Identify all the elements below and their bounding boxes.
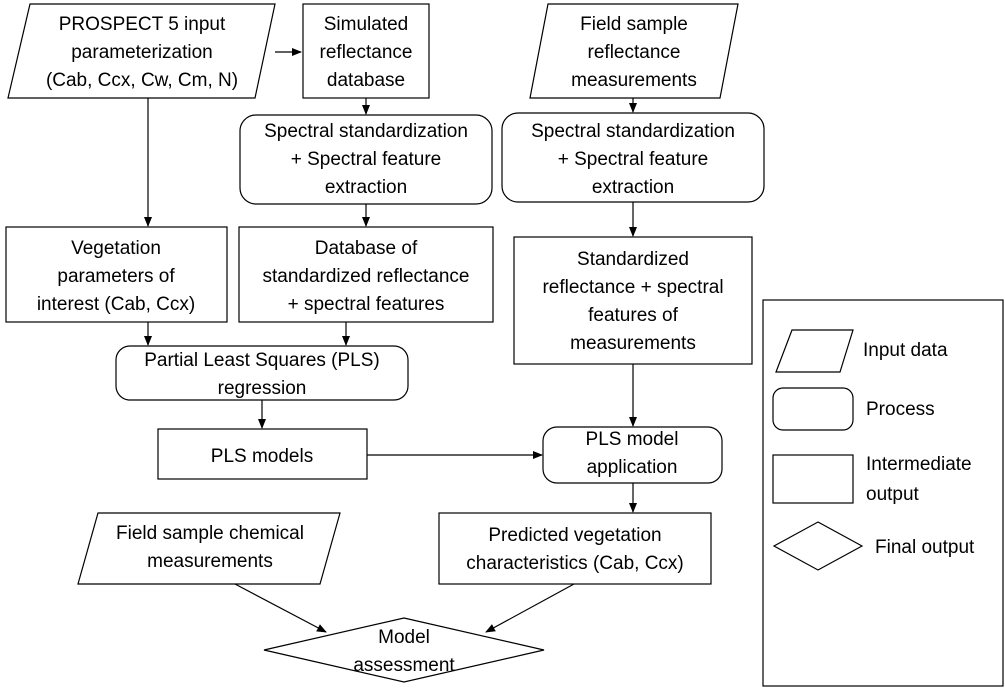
intermediate-pls-models: PLS models (157, 428, 368, 480)
node-text-line: measurements (147, 551, 273, 572)
node-text-line: database (327, 70, 405, 91)
node-text-line: standardized reflectance (262, 266, 469, 287)
intermediate-standardized-reflectance: Standardized reflectance + spectral featur… (513, 236, 753, 365)
node-text: Simulated reflectance database (320, 14, 413, 91)
legend-process-label: Process (866, 399, 935, 420)
node-text-line: features of (588, 305, 678, 326)
node-text-line: Spectral standardization (531, 121, 735, 142)
node-text-line: assessment (353, 655, 455, 676)
node-text: Database of standardized reflectance + spe… (262, 238, 469, 315)
node-text-line: extraction (325, 177, 407, 198)
node-text-line: Simulated (324, 14, 409, 35)
node-text-line: interest (Cab, Ccx) (37, 294, 195, 315)
node-text-line: Field sample chemical (116, 523, 304, 544)
node-text-line: PLS models (211, 446, 313, 467)
node-text-line: parameters of (57, 266, 175, 287)
legend-intermediate-label-line1: Intermediate (866, 454, 972, 475)
node-text-line: Partial Least Squares (PLS) (144, 350, 380, 371)
node-text-line: Database of (315, 238, 418, 259)
input-prospect-parameterization: PROSPECT 5 input parameterization (Cab, Cc… (7, 3, 276, 99)
legend: Input data Process Intermediate output F… (762, 299, 1004, 687)
node-text-line: + spectral features (288, 294, 445, 315)
node-text-line: Standardized (577, 249, 689, 270)
node-text-line: regression (218, 378, 307, 399)
legend-process-symbol (772, 387, 854, 431)
intermediate-vegetation-parameters: Vegetation parameters of interest (Cab, Cc… (5, 226, 228, 323)
node-text-line: Spectral standardization (264, 121, 468, 142)
intermediate-predicted-characteristics: Predicted vegetation characteristics (Cab… (438, 512, 712, 585)
node-text-line: (Cab, Ccx, Cw, Cm, N) (46, 70, 238, 91)
node-text-line: PLS model (586, 429, 679, 450)
node-text: PLS model application (586, 429, 679, 478)
intermediate-simulated-reflectance-database: Simulated reflectance database (302, 3, 430, 99)
legend-input-symbol (775, 329, 854, 373)
node-text-line: parameterization (71, 42, 213, 63)
process-spectral-standardization-2: Spectral standardization + Spectral featu… (501, 112, 765, 203)
node-text-line: Model (378, 627, 430, 648)
node-text: Partial Least Squares (PLS) regression (144, 350, 380, 399)
arrow-predicted-to-assessment (485, 583, 575, 633)
node-text-line: reflectance (320, 42, 413, 63)
node-text: PLS models (211, 446, 313, 467)
node-text-line: PROSPECT 5 input (59, 14, 226, 35)
node-text-line: Field sample (580, 14, 688, 35)
intermediate-database-standardized: Database of standardized reflectance + spe… (238, 226, 494, 323)
node-text: Model assessment (353, 627, 455, 676)
legend-intermediate-label-line2: output (866, 484, 920, 505)
node-text-line: Vegetation (71, 238, 161, 259)
input-field-chemical-measurements: Field sample chemical measurements (77, 512, 341, 585)
node-text-line: + Spectral feature (558, 149, 709, 170)
node-text-line: measurements (571, 70, 697, 91)
arrow-fieldchem-to-assessment (234, 583, 327, 633)
node-text: Field sample chemical measurements (116, 523, 304, 572)
legend-intermediate-symbol (772, 454, 854, 504)
final-model-assessment: Model assessment (263, 617, 545, 683)
node-text: Predicted vegetation characteristics (Cab… (466, 525, 684, 574)
node-text-line: extraction (592, 177, 674, 198)
process-pls-regression: Partial Least Squares (PLS) regression (115, 345, 409, 401)
process-pls-model-application: PLS model application (542, 426, 723, 484)
node-text-line: + Spectral feature (291, 149, 442, 170)
connectors (144, 48, 637, 633)
node-text: Vegetation parameters of interest (Cab, Cc… (37, 238, 195, 315)
node-text: PROSPECT 5 input parameterization (Cab, Cc… (46, 14, 238, 91)
node-text-line: Predicted vegetation (488, 525, 661, 546)
legend-input-label: Input data (863, 340, 948, 361)
node-text-line: application (587, 457, 678, 478)
node-text: Field sample reflectance measurements (571, 14, 697, 91)
node-text: Spectral standardization + Spectral featu… (531, 121, 735, 198)
node-text: Standardized reflectance + spectral featur… (542, 249, 723, 354)
node-text-line: measurements (570, 333, 696, 354)
process-spectral-standardization-1: Spectral standardization + Spectral featu… (239, 114, 493, 205)
node-text-line: reflectance (588, 42, 681, 63)
legend-final-label: Final output (875, 537, 975, 558)
node-text-line: characteristics (Cab, Ccx) (466, 553, 684, 574)
input-field-sample-reflectance: Field sample reflectance measurements (529, 3, 739, 99)
node-text-line: reflectance + spectral (542, 277, 723, 298)
legend-final-symbol (772, 521, 864, 571)
node-text: Spectral standardization + Spectral featu… (264, 121, 468, 198)
